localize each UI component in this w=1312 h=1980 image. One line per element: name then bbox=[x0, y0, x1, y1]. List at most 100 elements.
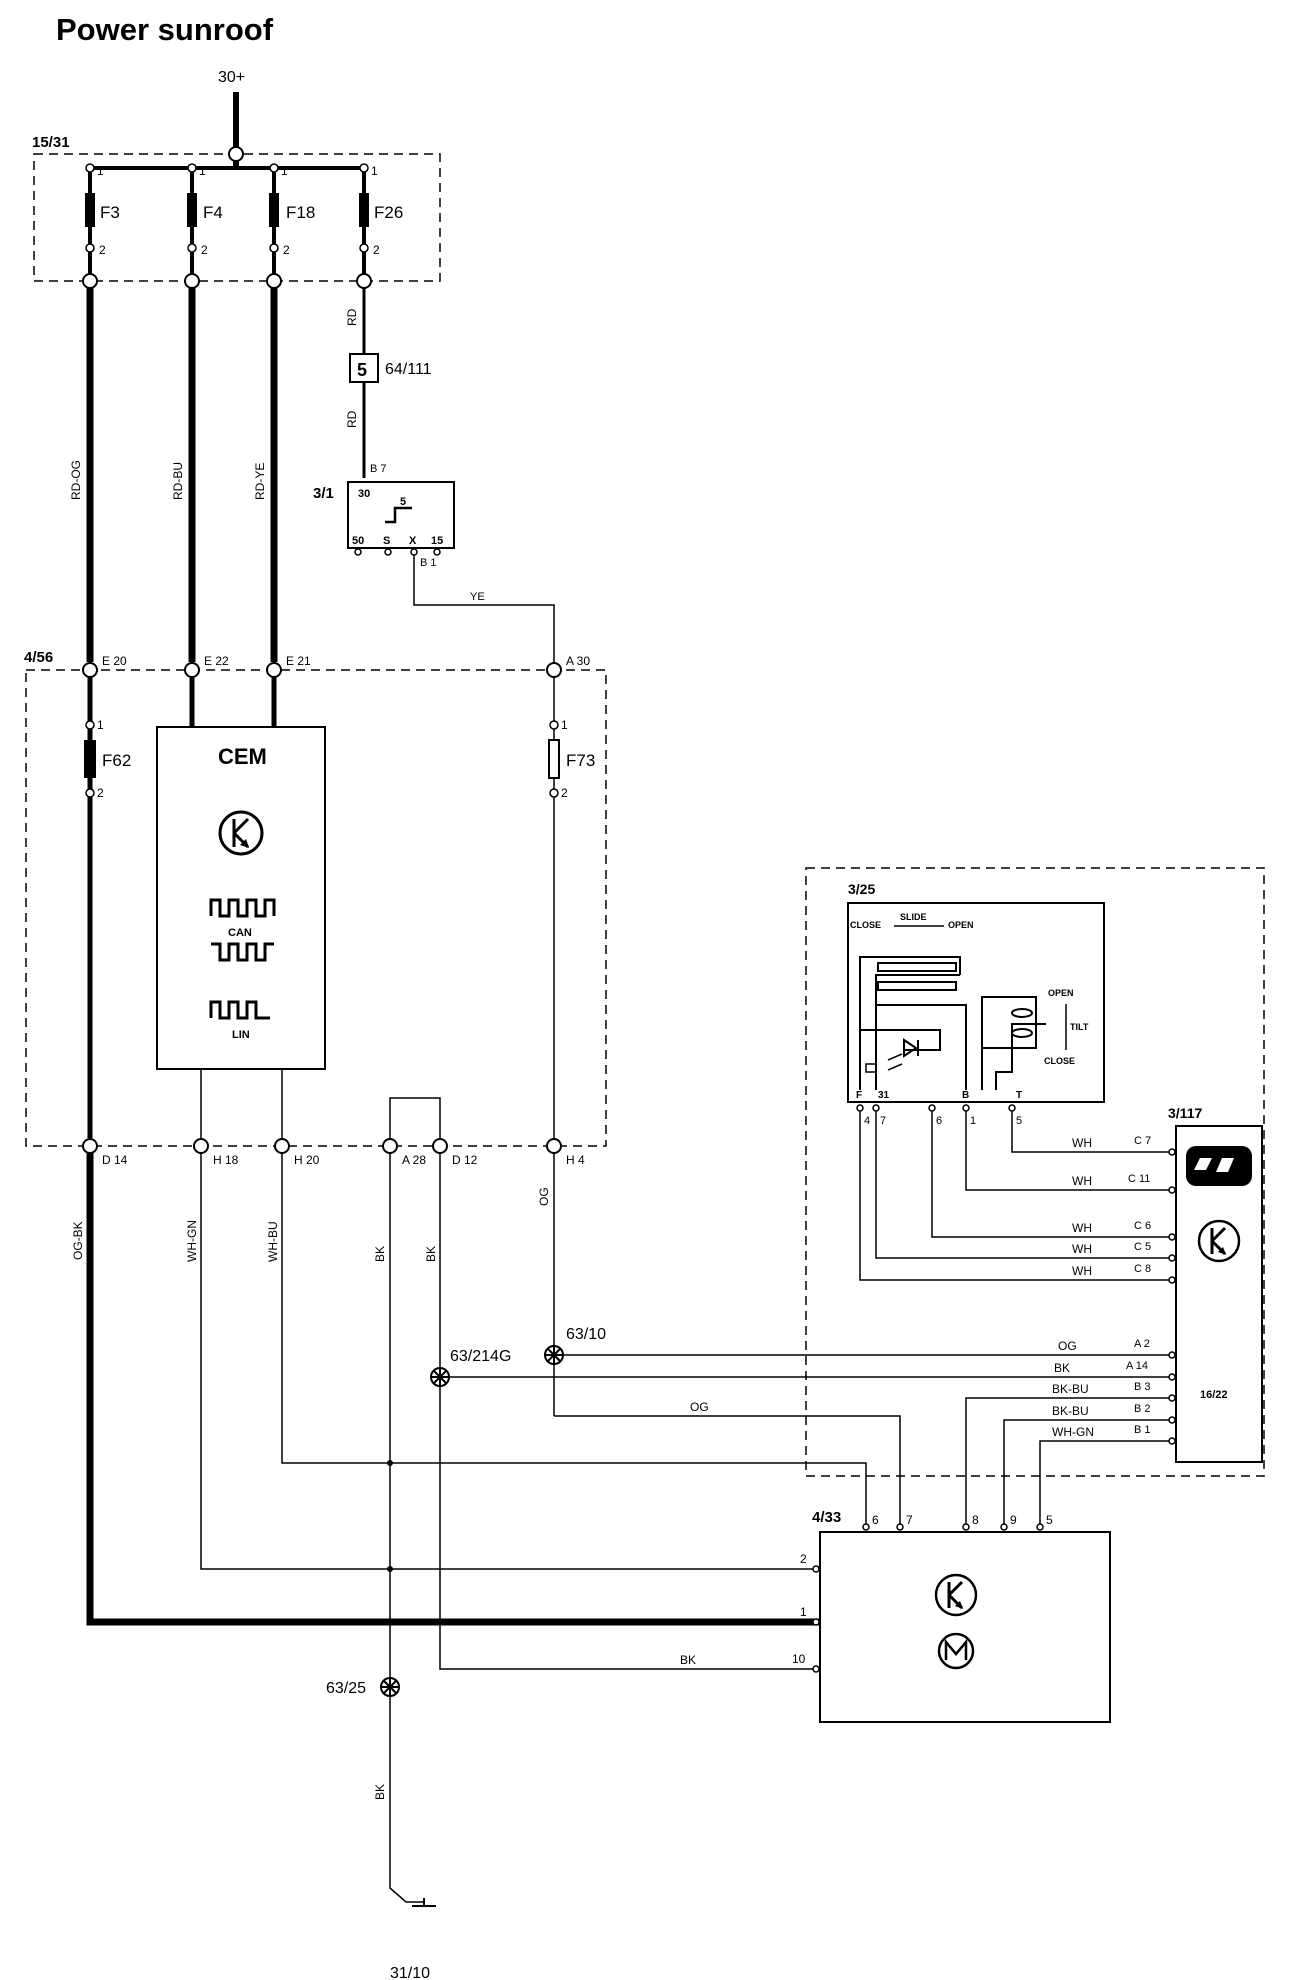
wire-wh-gn-module bbox=[1039, 1440, 1176, 1527]
connector-5-number: 5 bbox=[357, 360, 367, 380]
fuse-f26-pin-in: 1 bbox=[371, 164, 378, 178]
module-pin-b2: B 2 bbox=[1134, 1403, 1151, 1415]
wire-wh-c5 bbox=[875, 1111, 1176, 1259]
fuse-f18-symbol bbox=[269, 193, 279, 227]
switch-label-close: CLOSE bbox=[850, 920, 881, 930]
fuse-f3-pin-in: 1 bbox=[97, 164, 104, 178]
fuse-f62-pin-in: 1 bbox=[97, 718, 104, 732]
wire-og-bk bbox=[86, 1153, 820, 1626]
fuse-f3: 1 F3 2 bbox=[85, 164, 120, 274]
splice-63-25-label: 63/25 bbox=[326, 1680, 366, 1697]
ignition-switch: 3/1 B 7 30 5 50 S X 15 B 1 bbox=[313, 463, 455, 569]
wire-label-og-motor: OG bbox=[690, 1400, 709, 1414]
fuse-f4-label: F4 bbox=[203, 203, 223, 222]
sunroof-motor-id: 4/33 bbox=[812, 1509, 841, 1526]
ground-bridge bbox=[389, 1097, 441, 1138]
ignition-position: 5 bbox=[400, 496, 406, 508]
wire-label-rd-upper: RD bbox=[345, 308, 359, 326]
wire-wh-bu bbox=[281, 1153, 867, 1527]
ignition-pin-in: B 7 bbox=[370, 463, 387, 475]
wire-label-wh-c7: WH bbox=[1072, 1136, 1092, 1150]
wire-wh-c8 bbox=[859, 1111, 1176, 1281]
wire-label-og-a2: OG bbox=[1058, 1339, 1077, 1353]
can-low-icon bbox=[211, 942, 274, 962]
fuse-box: 15/31 1 F3 2 1 F4 2 1 F18 2 bbox=[32, 134, 441, 289]
fuse-f18: 1 F18 2 bbox=[269, 164, 315, 274]
motor-pin-9: 9 bbox=[1010, 1513, 1017, 1527]
wire-wh-gn-cem bbox=[200, 1153, 820, 1570]
wire-label-wh-gn-cem: WH-GN bbox=[185, 1220, 199, 1262]
cem-pin-a30: A 30 bbox=[566, 654, 590, 668]
wire-bk-bu bbox=[965, 1397, 1176, 1527]
cem-name: CEM bbox=[218, 744, 267, 769]
module-pin-a14: A 14 bbox=[1126, 1360, 1148, 1372]
page-title: Power sunroof bbox=[56, 12, 274, 47]
fuse-box-id: 15/31 bbox=[32, 134, 70, 151]
fuse-f73-symbol bbox=[548, 739, 560, 779]
sunroof-motor-box bbox=[819, 1531, 1111, 1723]
cem-pin-h18: H 18 bbox=[213, 1153, 239, 1167]
cem-pin-e20: E 20 bbox=[102, 654, 127, 668]
switch-label-tilt-open: OPEN bbox=[1048, 988, 1074, 998]
ignition-terminal-15: 15 bbox=[431, 535, 443, 547]
motor-pin-6: 6 bbox=[872, 1513, 879, 1527]
can-high-icon bbox=[209, 898, 276, 918]
module-pin-c6: C 6 bbox=[1134, 1220, 1151, 1232]
switch-terminal-b: B bbox=[962, 1090, 969, 1101]
splice-63-214g bbox=[430, 1367, 450, 1387]
switch-label-tilt-close: CLOSE bbox=[1044, 1056, 1075, 1066]
cem-pin-h20: H 20 bbox=[294, 1153, 320, 1167]
module-pin-b3: B 3 bbox=[1134, 1381, 1151, 1393]
cem-unit-id: 4/56 bbox=[24, 649, 53, 666]
ignition-switch-id: 3/1 bbox=[313, 485, 334, 502]
supply-label: 30+ bbox=[218, 69, 245, 86]
ignition-terminal-30: 30 bbox=[358, 488, 370, 500]
wire-label-rd-bu: RD-BU bbox=[171, 462, 185, 500]
switch-label-open: OPEN bbox=[948, 920, 974, 930]
wire-bk-ground bbox=[389, 1153, 424, 1903]
module-pin-c7: C 7 bbox=[1134, 1135, 1151, 1147]
cem-lin-label: LIN bbox=[232, 1029, 250, 1041]
motor-pin-2: 2 bbox=[800, 1552, 807, 1566]
motor-pin-1: 1 bbox=[800, 1605, 807, 1619]
wire-label-bk-a14: BK bbox=[1054, 1361, 1070, 1375]
cem-pin-a28: A 28 bbox=[402, 1153, 426, 1167]
wire-label-wh-gn-b1: WH-GN bbox=[1052, 1425, 1094, 1439]
ignition-terminal-s: S bbox=[383, 535, 390, 547]
wire-ye bbox=[413, 555, 555, 670]
fuse-f3-label: F3 bbox=[100, 203, 120, 222]
switch-contacts-icon bbox=[859, 956, 1067, 1090]
sunroof-switch: 3/25 CLOSE SLIDE OPEN OPEN TILT CLOSE bbox=[847, 881, 1105, 1127]
wire-label-bk-d12: BK bbox=[424, 1246, 438, 1262]
cem-transistor-icon bbox=[218, 810, 264, 856]
fuse-f4-pin-in: 1 bbox=[199, 164, 206, 178]
cem-pin-d12: D 12 bbox=[452, 1153, 478, 1167]
fuse-f73-pin-out: 2 bbox=[561, 786, 568, 800]
switch-label-slide: SLIDE bbox=[900, 912, 927, 922]
motor-pin-8: 8 bbox=[972, 1513, 979, 1527]
supply-junction bbox=[228, 146, 244, 162]
wire-wh-c11 bbox=[965, 1111, 1176, 1191]
wire-label-rd-lower: RD bbox=[345, 410, 359, 428]
fuse-f26-pin-out: 2 bbox=[373, 243, 380, 257]
wire-bk-motor bbox=[439, 1153, 820, 1670]
cem-can-label: CAN bbox=[228, 927, 252, 939]
wire-label-og-cem: OG bbox=[537, 1187, 551, 1206]
wire-wh-c7 bbox=[1011, 1111, 1176, 1153]
fuse-f62-symbol bbox=[84, 740, 96, 778]
wire-og-motor bbox=[554, 1415, 901, 1527]
wire-label-ye: YE bbox=[470, 591, 485, 603]
fuse-f4: 1 F4 2 bbox=[187, 164, 223, 274]
fuse-f4-pin-out: 2 bbox=[201, 243, 208, 257]
ground-label: 31/10 bbox=[390, 1965, 430, 1980]
ignition-terminal-x: X bbox=[409, 535, 417, 547]
sunroof-switch-id: 3/25 bbox=[848, 881, 875, 897]
switch-terminal-f: F bbox=[856, 1090, 862, 1101]
roof-module-connector: 16/22 bbox=[1200, 1389, 1228, 1401]
fuse-f18-pin-out: 2 bbox=[283, 243, 290, 257]
fuse-f3-symbol bbox=[85, 193, 95, 227]
fuse-f26: 1 F26 2 bbox=[359, 164, 403, 274]
switch-pin-5: 5 bbox=[1016, 1115, 1022, 1127]
module-pin-c5: C 5 bbox=[1134, 1241, 1151, 1253]
